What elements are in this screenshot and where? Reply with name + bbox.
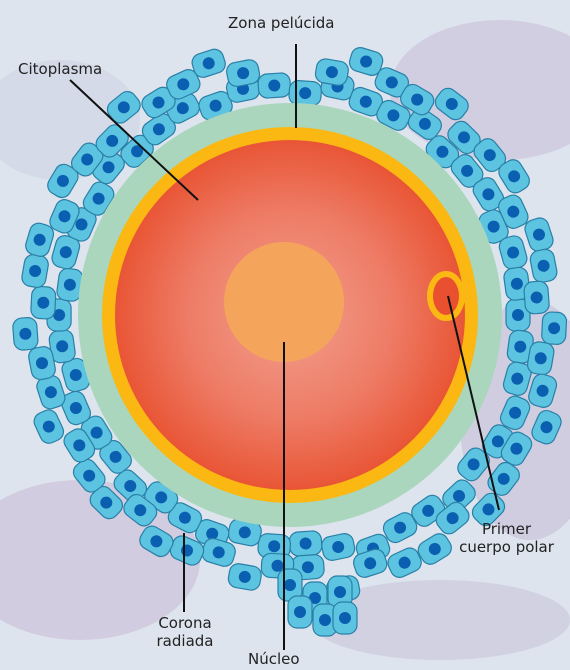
corona-cell [288,80,322,106]
corona-cell [523,216,556,254]
corona-cell [21,253,50,289]
label-citoplasma: Citoplasma [18,60,102,78]
corona-cell [258,72,292,98]
label-cuerpo-polar: cuerpo polar [444,538,569,556]
corona-cell [12,317,38,351]
corona-cell [31,407,66,446]
label-primer-cuerpo-polar: Primer cuerpo polar [444,520,569,556]
corona-cell [289,530,323,556]
corona-cell [529,248,559,284]
corona-cell [523,281,549,315]
label-corona: Corona [140,614,230,632]
primer-cuerpo-polar [430,274,462,318]
label-corona-radiada: Corona radiada [140,614,230,650]
corona-cell [541,312,567,345]
corona-cell [227,562,263,591]
label-primer: Primer [444,520,569,538]
corona-cell [333,602,357,634]
corona-cell [288,596,312,628]
corona-cell [320,532,356,562]
corona-cell [314,58,350,87]
corona-cell [31,286,57,319]
label-radiada: radiada [140,632,230,650]
label-nucleo: Núcleo [248,650,300,668]
label-zona-pelucida: Zona pelúcida [228,14,334,32]
corona-cell [497,234,529,271]
